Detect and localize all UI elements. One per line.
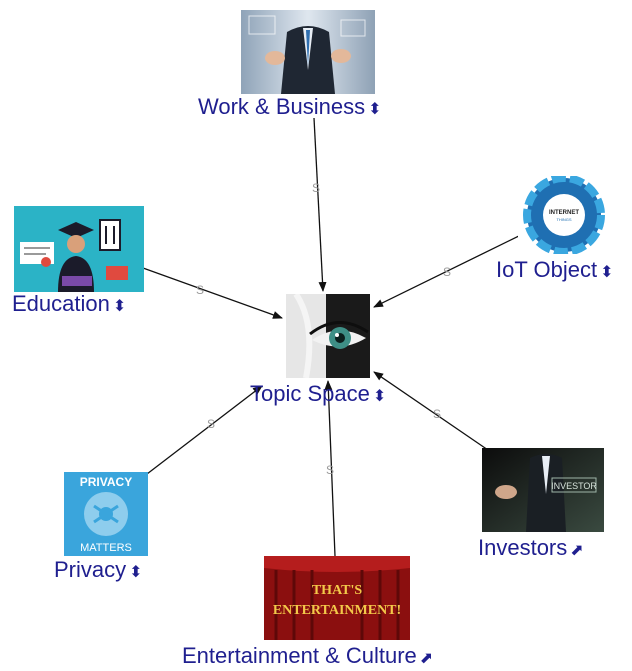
theater-curtain-icon: THAT'S ENTERTAINMENT! [264, 556, 410, 640]
work-business-text: Work & Business [198, 94, 366, 119]
education-text: Education [12, 291, 110, 316]
node-education[interactable]: Education⬍ [10, 206, 170, 320]
expand-icon[interactable]: ⬍ [600, 264, 614, 281]
businessman-touchscreen-icon [241, 10, 375, 94]
node-iot-object-label: IoT Object⬍ [496, 258, 614, 285]
topic-space-text: Topic Space [250, 381, 370, 406]
edge-work-center-label: S [312, 181, 320, 195]
investor-badge: INVESTOR [551, 481, 597, 491]
expand-icon[interactable]: ⬍ [372, 388, 387, 405]
node-entertainment-culture[interactable]: THAT'S ENTERTAINMENT! Entertainment & Cu… [180, 556, 470, 668]
edge-privacy-center-label: S [207, 417, 215, 431]
privacy-badge-bottom: MATTERS [80, 542, 132, 554]
node-topic-space-label: Topic Space⬍ [250, 382, 386, 409]
edge-privacy-center[interactable] [146, 385, 263, 475]
node-entertainment-culture-label: Entertainment & Culture⬈ [182, 644, 433, 671]
investor-icon: INVESTOR [482, 448, 604, 532]
internet-of-things-icon: INTERNET THINGS [518, 176, 610, 254]
svg-text:INTERNET: INTERNET [549, 210, 579, 216]
expand-icon[interactable]: ⬍ [129, 564, 143, 581]
expand-icon[interactable]: ⬍ [112, 298, 127, 315]
node-iot-object[interactable]: INTERNET THINGS IoT Object⬍ [494, 176, 632, 284]
iot-object-text: IoT Object [496, 257, 598, 282]
banner-line2: ENTERTAINMENT! [273, 603, 401, 618]
edge-entertainment-center[interactable] [324, 380, 336, 557]
expand-icon[interactable]: ⬍ [368, 101, 382, 118]
edge-work-center[interactable] [313, 117, 327, 292]
graduate-icon [14, 206, 144, 292]
node-investors[interactable]: INVESTOR Investors⬈ [476, 448, 626, 566]
edge-education-center-label: S [196, 283, 204, 297]
edge-investors-center[interactable] [373, 371, 489, 451]
entertainment-culture-text: Entertainment & Culture [182, 643, 417, 668]
investors-text: Investors [478, 535, 568, 560]
eye-icon [286, 294, 370, 378]
edge-investors-center-label: S [433, 407, 441, 421]
edge-education-center[interactable] [142, 267, 283, 319]
edge-iot-center[interactable] [373, 231, 528, 308]
privacy-badge-top: PRIVACY [80, 475, 132, 489]
svg-text:THINGS: THINGS [556, 217, 571, 222]
edge-iot-center-label: S [443, 265, 451, 279]
privacy-matters-icon: PRIVACY MATTERS [64, 472, 148, 556]
node-work-business[interactable]: Work & Business⬍ [196, 10, 432, 122]
node-privacy-label: Privacy⬍ [54, 558, 143, 585]
edge-entertainment-center-label: S [326, 463, 334, 477]
node-investors-label: Investors⬈ [478, 536, 584, 563]
external-link-icon[interactable]: ⬈ [419, 650, 434, 667]
external-link-icon[interactable]: ⬈ [570, 542, 584, 559]
banner-line1: THAT'S [312, 583, 363, 598]
privacy-text: Privacy [54, 557, 127, 582]
node-topic-space[interactable]: Topic Space⬍ [240, 294, 420, 409]
node-work-business-label: Work & Business⬍ [198, 95, 382, 122]
node-education-label: Education⬍ [12, 292, 126, 319]
node-privacy[interactable]: PRIVACY MATTERS Privacy⬍ [54, 472, 184, 588]
